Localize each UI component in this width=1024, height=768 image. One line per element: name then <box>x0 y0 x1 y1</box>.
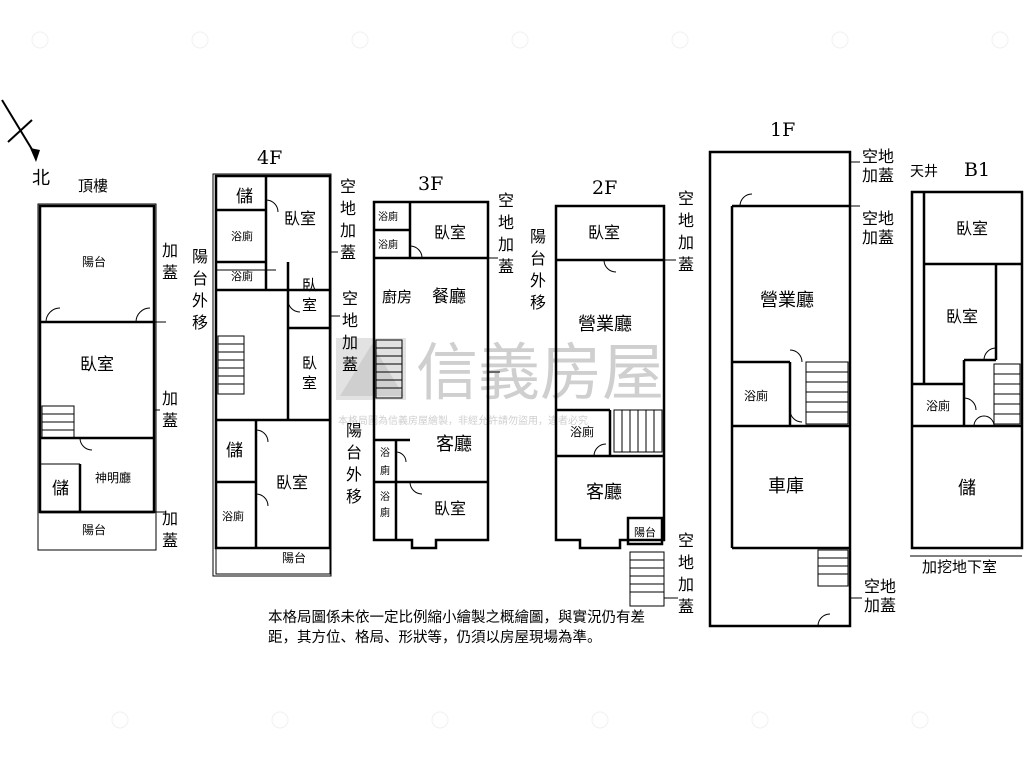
3f-bath-1: 浴廁 <box>378 210 398 223</box>
b1-patio: 天井 <box>910 164 938 180</box>
4f-stairs-icon <box>217 335 245 395</box>
3f-floor-plan: 3F 浴廁 浴廁 臥室 廚房 餐廳 客廳 浴 廁 浴 廁 臥室 <box>372 173 500 550</box>
4f-bedroom-3-a: 臥 <box>302 354 317 372</box>
4f-bedroom-2-a: 臥 <box>302 276 317 294</box>
north-label: 北 <box>32 168 50 189</box>
3f-bath-4-a: 浴 <box>380 491 390 503</box>
4f-bedroom-1: 臥室 <box>284 209 316 228</box>
3f-title: 3F <box>418 173 443 195</box>
roof-balcony-top: 陽台 <box>82 254 106 269</box>
1f-stairs-icon <box>805 361 849 425</box>
2f-side-empty-add-2: 空地加蓋 <box>678 531 694 616</box>
2f-balcony: 陽台 <box>634 525 656 539</box>
roof-storage: 儲 <box>52 479 69 499</box>
roof-title: 頂樓 <box>78 177 108 195</box>
side-annotations: 加蓋加蓋加蓋陽台外移空地加蓋空地加蓋空地加蓋陽台外移陽台外移空地加蓋空地加蓋空地… <box>162 147 896 616</box>
roof-bedroom: 臥室 <box>80 355 114 375</box>
4f-bath-1: 浴廁 <box>231 229 253 243</box>
1f-side-empty-add-1: 空地加蓋 <box>862 147 894 185</box>
b1-bedroom-1: 臥室 <box>956 219 988 238</box>
roof-floor-plan: 頂樓 陽台 臥室 儲 神明廳 陽台 <box>37 177 166 551</box>
watermark: 信義房屋 本格局圖為信義房屋繪製，非經允許請勿盜用，違者必究 <box>336 336 664 427</box>
3f-kitchen: 廚房 <box>382 288 412 306</box>
b1-stairs-icon <box>993 363 1021 425</box>
4f-title: 4F <box>257 147 282 169</box>
4f-side-empty-add-2: 空地加蓋 <box>342 289 358 374</box>
b1-storage: 儲 <box>958 478 976 499</box>
2f-title: 2F <box>592 177 617 199</box>
3f-bedroom-1: 臥室 <box>434 223 466 242</box>
2f-bath: 浴廁 <box>570 424 594 439</box>
2f-living: 客廳 <box>586 482 622 503</box>
3f-bath-4-b: 廁 <box>380 506 390 519</box>
b1-floor-plan: B1 天井 臥室 臥室 浴廁 儲 加挖地下室 <box>910 159 1024 576</box>
2f-side-empty-add-1: 空地加蓋 <box>678 189 694 274</box>
4f-storage-2: 儲 <box>226 441 243 461</box>
b1-basement-label: 加挖地下室 <box>922 558 997 576</box>
2f-floor-plan: 2F 臥室 營業廳 浴廁 客廳 陽台 <box>554 177 678 607</box>
4f-bath-2: 浴廁 <box>231 269 253 283</box>
4f-bedroom-4: 臥室 <box>276 473 308 492</box>
1f-floor-plan: 1F 營業廳 浴廁 車庫 <box>708 119 862 628</box>
b1-bedroom-2: 臥室 <box>946 307 978 326</box>
3f-side-empty-add: 空地加蓋 <box>498 191 514 276</box>
roof-side-add-1: 加蓋 <box>162 241 178 282</box>
2f-bedroom: 臥室 <box>588 223 620 242</box>
3f-bath-3-b: 廁 <box>380 464 390 477</box>
3f-stairs-icon <box>375 339 403 399</box>
roof-balcony-bottom: 陽台 <box>82 522 106 537</box>
1f-bath: 浴廁 <box>744 388 768 403</box>
4f-bath-3: 浴廁 <box>222 509 244 523</box>
2f-business-hall: 營業廳 <box>578 314 632 335</box>
disclaimer: 本格局圖係未依一定比例縮小繪製之概繪圖，與實況仍有差距，其方位、格局、形狀等，仍… <box>268 610 645 646</box>
1f-side-empty-add-3: 空地加蓋 <box>864 577 896 615</box>
b1-title: B1 <box>964 159 990 181</box>
1f-side-empty-add-2: 空地加蓋 <box>862 209 894 247</box>
3f-bath-3-a: 浴 <box>380 447 390 459</box>
1f-entry-stairs-icon <box>817 549 849 587</box>
watermark-brand: 信義房屋 <box>416 336 664 409</box>
4f-floor-plan: 4F 儲 臥室 浴廁 浴廁 臥 室 臥 室 儲 浴廁 臥室 陽台 <box>212 147 340 577</box>
2f-stairs-icon <box>613 409 663 453</box>
roof-stairs-icon <box>41 405 75 439</box>
4f-bedroom-2-b: 室 <box>302 296 317 314</box>
1f-garage: 車庫 <box>768 476 804 497</box>
4f-side-empty-add-1: 空地加蓋 <box>340 177 356 262</box>
north-arrow-icon: 北 <box>1 99 50 189</box>
1f-title: 1F <box>770 119 795 141</box>
4f-balcony: 陽台 <box>282 550 306 565</box>
watermark-note: 本格局圖為信義房屋繪製，非經允許請勿盜用，違者必究 <box>338 414 588 427</box>
roof-shrine: 神明廳 <box>95 470 131 485</box>
3f-living: 客廳 <box>436 434 472 455</box>
4f-bedroom-3-b: 室 <box>302 374 317 392</box>
roof-side-add-3: 加蓋 <box>162 509 178 550</box>
3f-side-balcony-move: 陽台外移 <box>346 421 362 506</box>
2f-outside-stairs-icon <box>629 551 665 607</box>
3f-bath-2: 浴廁 <box>378 238 398 251</box>
4f-side-balcony-move: 陽台外移 <box>192 247 208 332</box>
roof-side-add-2: 加蓋 <box>162 389 178 430</box>
background-pattern <box>31 31 1009 729</box>
3f-dining: 餐廳 <box>432 287 466 307</box>
4f-storage-1: 儲 <box>236 187 253 207</box>
3f-bedroom-2: 臥室 <box>434 499 466 518</box>
1f-business-hall: 營業廳 <box>760 290 814 311</box>
2f-side-balcony-move: 陽台外移 <box>530 227 546 312</box>
b1-bath: 浴廁 <box>926 398 950 413</box>
